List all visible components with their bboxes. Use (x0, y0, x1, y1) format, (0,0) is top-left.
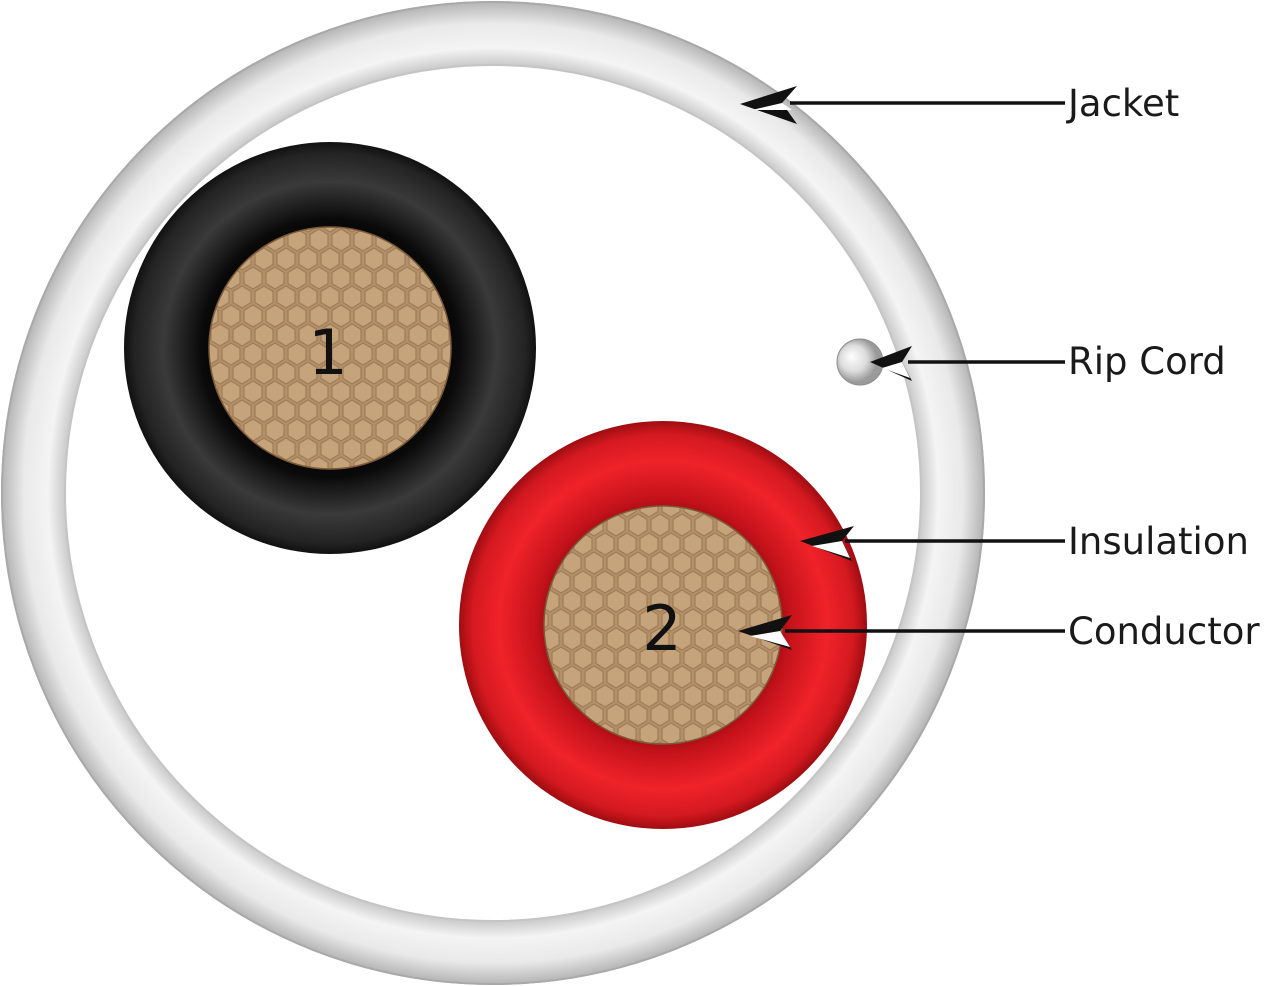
wire-2-conductor (544, 506, 782, 744)
wire-1-number: 1 (308, 316, 347, 389)
rip-cord-arrowhead-highlight (882, 362, 910, 378)
wire-2: 2 (459, 421, 867, 829)
jacket-ring (1, 1, 985, 985)
jacket-outer-edge (1, 1, 985, 985)
insulation-label: Insulation (1068, 520, 1249, 563)
jacket (1, 1, 985, 985)
conductor-arrowhead-highlight (750, 631, 790, 647)
insulation-arrowhead-highlight (812, 541, 850, 558)
jacket-arrowhead-highlight (752, 103, 792, 110)
wire-2-number: 2 (642, 592, 681, 665)
callout-rip-cord: Rip Cord (870, 340, 1226, 383)
wire-1: 1 (124, 142, 536, 554)
wire-1-conductor-edge (208, 226, 452, 470)
callout-jacket: Jacket (740, 82, 1179, 125)
callout-insulation: Insulation (800, 520, 1249, 563)
rip-cord-label: Rip Cord (1068, 340, 1226, 383)
jacket-inner-edge (64, 64, 922, 922)
conductor-label: Conductor (1068, 610, 1260, 653)
wire-1-conductor (209, 227, 451, 469)
callout-conductor: Conductor (738, 610, 1260, 653)
jacket-label: Jacket (1066, 82, 1179, 125)
jacket-arrowhead (740, 86, 797, 124)
